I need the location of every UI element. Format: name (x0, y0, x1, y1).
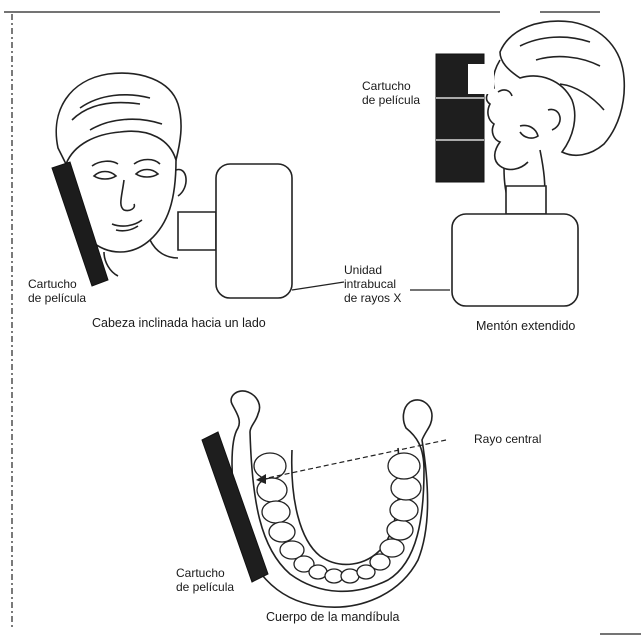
film-label-bottom-line1: Cartucho (176, 566, 234, 580)
xray-unit-label-line1: Unidad (344, 263, 401, 277)
left-head-illustration (56, 73, 186, 276)
xray-unit-label-line2: intrabucal (344, 277, 401, 291)
film-label-right-line1: Cartucho (362, 79, 420, 93)
caption-bottom: Cuerpo de la mandíbula (266, 610, 399, 624)
film-label-right: Cartucho de película (362, 79, 420, 107)
caption-left: Cabeza inclinada hacia un lado (92, 316, 266, 330)
left-xray-unit (178, 164, 292, 298)
xray-unit-label: Unidad intrabucal de rayos X (344, 263, 401, 305)
film-label-left-line1: Cartucho (28, 277, 86, 291)
caption-right: Mentón extendido (476, 319, 575, 333)
central-ray-label: Rayo central (474, 432, 541, 446)
film-label-left-line2: de película (28, 291, 86, 305)
film-label-left: Cartucho de película (28, 277, 86, 305)
film-label-right-line2: de película (362, 93, 420, 107)
right-film-cassette (436, 54, 494, 182)
xray-unit-label-line3: de rayos X (344, 291, 401, 305)
right-xray-unit (452, 186, 578, 306)
film-label-bottom-line2: de película (176, 580, 234, 594)
film-label-bottom: Cartucho de película (176, 566, 234, 594)
right-head-illustration (487, 21, 625, 204)
